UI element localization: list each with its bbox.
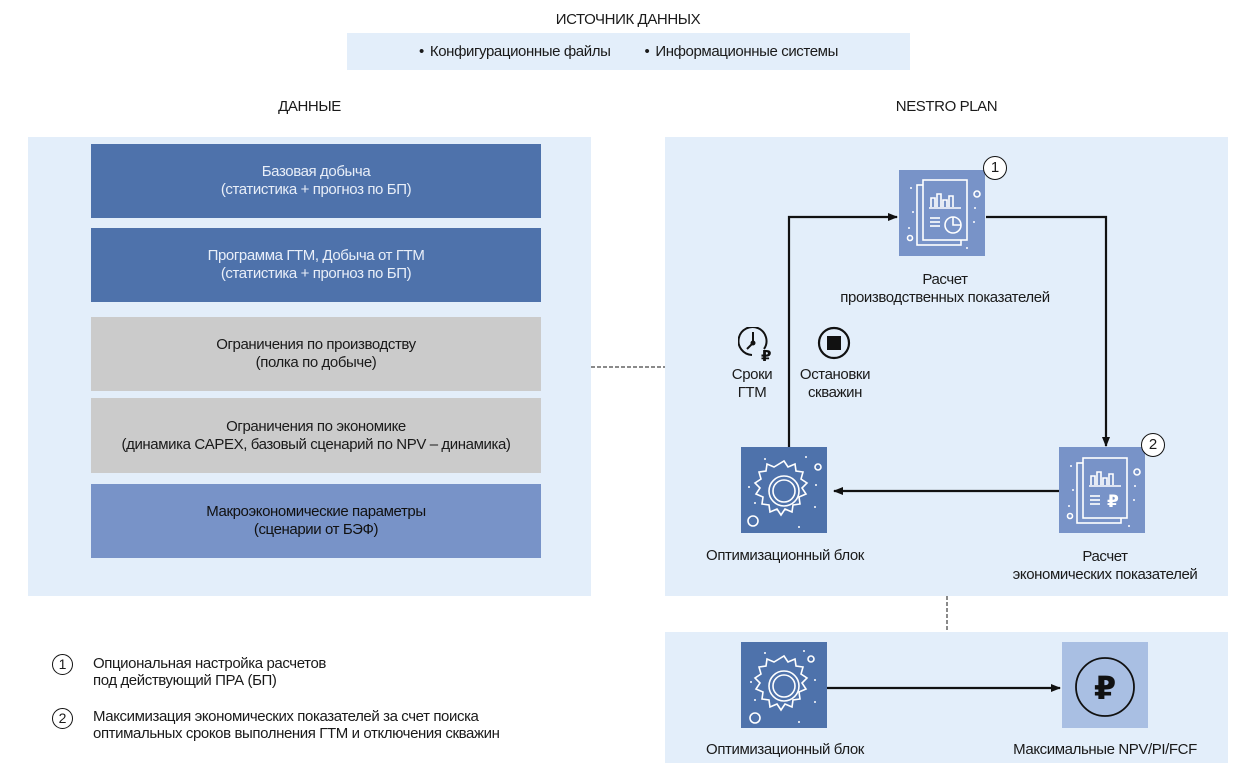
svg-text:₽: ₽ bbox=[1094, 669, 1116, 707]
data-box-title: Программа ГТМ, Добыча от ГТМ bbox=[207, 247, 425, 264]
production-calc-node bbox=[899, 170, 985, 256]
param-label-line1: Остановки bbox=[799, 366, 871, 383]
source-box: Конфигурационные файлы Информационные си… bbox=[347, 33, 910, 70]
nestro-plan-title: NESTRO PLAN bbox=[895, 98, 998, 115]
result-optimization-block-node bbox=[741, 642, 827, 728]
data-box-macro-params: Макроэкономические параметры (сценарии о… bbox=[91, 484, 541, 558]
economic-calc-label-line1: Расчет bbox=[1082, 548, 1128, 565]
legend-item-1: Опциональная настройка расчетов под дейс… bbox=[93, 655, 326, 689]
gear-icon bbox=[749, 650, 816, 724]
param-gtm-timing: Сроки ГТМ bbox=[712, 366, 792, 402]
data-box-subtitle: (сценарии от БЭФ) bbox=[253, 521, 379, 538]
data-box-subtitle: (динамика CAPEX, базовый сценарий по NPV… bbox=[121, 435, 511, 453]
output-label: Максимальные NPV/PI/FCF bbox=[1013, 741, 1197, 758]
arrow-optimizer-to-production bbox=[787, 213, 898, 447]
production-calc-label: Расчет производственных показателей bbox=[780, 271, 1110, 307]
optimization-block-node bbox=[741, 447, 827, 533]
production-calc-label-line2: производственных показателей bbox=[840, 289, 1050, 306]
stop-icon bbox=[817, 326, 851, 360]
gear-icon bbox=[747, 456, 822, 528]
legend-number-1: 1 bbox=[52, 654, 73, 675]
source-title: ИСТОЧНИК ДАННЫХ bbox=[555, 11, 701, 28]
data-box-title: Базовая добыча bbox=[261, 163, 371, 180]
report-chart-icon bbox=[906, 179, 981, 249]
data-box-subtitle: (статистика + прогноз по БП) bbox=[220, 181, 412, 198]
data-box-production-limits: Ограничения по производству (полка по до… bbox=[91, 317, 541, 391]
arrow-production-to-economic bbox=[986, 215, 1110, 447]
data-box-gtm-program: Программа ГТМ, Добыча от ГТМ (статистика… bbox=[91, 228, 541, 302]
legend-text-line1: Максимизация экономических показателей з… bbox=[93, 708, 479, 725]
legend-text-line2: под действующий ПРА (БП) bbox=[93, 672, 277, 689]
param-well-stops: Остановки скважин bbox=[790, 366, 880, 402]
result-optimization-block-label: Оптимизационный блок bbox=[706, 741, 864, 758]
report-ruble-icon: ₽ bbox=[1066, 457, 1141, 527]
legend-item-2: Максимизация экономических показателей з… bbox=[93, 708, 500, 742]
legend-text-line2: оптимальных сроков выполнения ГТМ и откл… bbox=[93, 725, 500, 742]
data-box-subtitle: (статистика + прогноз по БП) bbox=[220, 265, 412, 282]
data-box-title: Макроэкономические параметры bbox=[206, 503, 426, 520]
data-box-subtitle: (полка по добыче) bbox=[255, 354, 377, 371]
economic-calc-label-line2: экономических показателей bbox=[1012, 566, 1198, 583]
badge-2: 2 bbox=[1141, 433, 1165, 457]
badge-1: 1 bbox=[983, 156, 1007, 180]
svg-text:₽: ₽ bbox=[1107, 492, 1119, 512]
param-label-line1: Сроки bbox=[731, 366, 773, 383]
svg-text:₽: ₽ bbox=[761, 347, 771, 363]
param-label-line2: ГТМ bbox=[737, 384, 767, 401]
data-box-title: Ограничения по производству bbox=[216, 336, 416, 353]
legend-number-2: 2 bbox=[52, 708, 73, 729]
output-node: ₽ bbox=[1062, 642, 1148, 728]
data-box-title: Ограничения по экономике bbox=[226, 417, 406, 435]
ruble-circle-icon: ₽ bbox=[1075, 657, 1135, 717]
param-label-line2: скважин bbox=[807, 384, 863, 401]
clock-ruble-icon: ₽ bbox=[737, 326, 774, 365]
data-box-base-production: Базовая добыча (статистика + прогноз по … bbox=[91, 144, 541, 218]
data-box-economic-limits: Ограничения по экономике (динамика CAPEX… bbox=[91, 398, 541, 473]
legend-text-line1: Опциональная настройка расчетов bbox=[93, 655, 326, 672]
optimization-block-label: Оптимизационный блок bbox=[706, 547, 864, 564]
economic-calc-node: ₽ bbox=[1059, 447, 1145, 533]
source-item-config-files: Конфигурационные файлы bbox=[419, 43, 611, 60]
data-section-title: ДАННЫЕ bbox=[278, 98, 341, 115]
economic-calc-label: Расчет экономических показателей bbox=[960, 548, 1249, 584]
source-item-info-systems: Информационные системы bbox=[644, 43, 838, 60]
production-calc-label-line1: Расчет bbox=[922, 271, 968, 288]
